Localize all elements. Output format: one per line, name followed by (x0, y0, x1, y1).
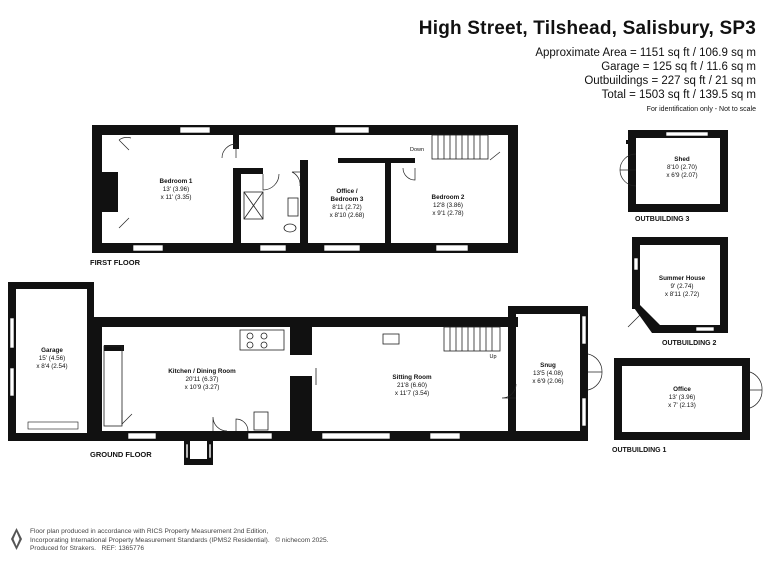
first-floor-stairs (431, 134, 489, 160)
office-bedroom-3-dim-2: x 8'10 (2.68) (330, 212, 365, 219)
snug-name: Snug (540, 362, 556, 369)
kitchen-dining-dim-2: x 10'9 (3.27) (185, 384, 220, 391)
office-bedroom-3-name-1: Office / (336, 188, 358, 195)
ground-floor-stairs (443, 326, 501, 352)
office-bedroom-3-name-2: Bedroom 3 (331, 196, 364, 203)
ground-floor-label: GROUND FLOOR (90, 450, 152, 459)
footer-copyright: © nichecom 2025. (275, 536, 329, 544)
footer-line-1: Floor plan produced in accordance with R… (30, 528, 269, 535)
sitting-room-name: Sitting Room (392, 374, 432, 381)
area-garage: Garage = 125 sq ft / 11.6 sq m (601, 61, 756, 73)
snug-dim-1: 13'5 (4.08) (533, 370, 563, 377)
shed-dim-1: 8'10 (2.70) (667, 164, 697, 171)
shed-name: Shed (674, 156, 690, 163)
sitting-room-dim-1: 21'8 (6.60) (397, 382, 427, 389)
garage-dim-2: x 8'4 (2.54) (36, 363, 67, 370)
footer-line-3: Produced for Strakers. (30, 545, 96, 553)
first-floor-plan (92, 125, 518, 253)
snug-dim-2: x 6'9 (2.06) (532, 378, 563, 385)
outbuilding-office-name: Office (673, 386, 691, 393)
area-approx: Approximate Area = 1151 sq ft / 106.9 sq… (535, 47, 756, 59)
outbuilding-3-label: OUTBUILDING 3 (635, 216, 690, 223)
footer-line-2: Incorporating International Property Mea… (30, 536, 270, 544)
bedroom-2-dim-1: 12'8 (3.86) (433, 202, 463, 209)
outbuilding-1-plan (614, 358, 763, 440)
office-bedroom-3-dim-1: 8'11 (2.72) (332, 204, 361, 211)
area-outbuildings: Outbuildings = 227 sq ft / 21 sq m (584, 75, 756, 87)
footer-line-2-row: Incorporating International Property Mea… (30, 537, 328, 546)
summer-house-name: Summer House (659, 275, 706, 282)
outbuilding-2-plan (627, 237, 728, 333)
ground-floor-plan (8, 282, 603, 465)
garage-name: Garage (41, 347, 63, 354)
outbuilding-2-label: OUTBUILDING 2 (662, 340, 717, 347)
property-title: High Street, Tilshead, Salisbury, SP3 (418, 18, 756, 39)
area-total: Total = 1503 sq ft / 139.5 sq m (601, 89, 756, 101)
shed-dim-2: x 6'9 (2.07) (666, 172, 697, 179)
bedroom-2-dim-2: x 9'1 (2.78) (432, 210, 463, 217)
bedroom-1-dim-1: 13' (3.96) (163, 186, 189, 193)
stairs-down-label: Down (410, 147, 424, 153)
kitchen-dining-name: Kitchen / Dining Room (168, 368, 236, 375)
stairs-up-label: Up (489, 354, 496, 360)
sitting-room-dim-2: x 11'7 (3.54) (395, 390, 429, 397)
outbuilding-1-label: OUTBUILDING 1 (612, 447, 667, 454)
outbuilding-office-dim-1: 13' (3.96) (669, 394, 695, 401)
nichecom-logo-icon (11, 528, 22, 550)
kitchen-dining-dim-1: 20'11 (6.37) (186, 376, 219, 383)
outbuilding-office-dim-2: x 7' (2.13) (668, 402, 696, 409)
area-summary: Approximate Area = 1151 sq ft / 106.9 sq… (535, 46, 756, 115)
disclaimer-note: For identification only - Not to scale (646, 106, 756, 113)
bedroom-2-name: Bedroom 2 (432, 194, 465, 201)
footer-ref: REF: 1365776 (101, 545, 144, 553)
outbuilding-3-plan (619, 130, 728, 212)
footer-credits: Floor plan produced in accordance with R… (30, 528, 328, 554)
bedroom-1-dim-2: x 11' (3.35) (161, 194, 192, 201)
footer-line-3-row: Produced for Strakers. REF: 1365776 (30, 545, 328, 554)
garage-dim-1: 15' (4.56) (39, 355, 65, 362)
summer-house-dim-1: 9' (2.74) (671, 283, 694, 290)
first-floor-label: FIRST FLOOR (90, 258, 141, 267)
summer-house-dim-2: x 8'11 (2.72) (665, 291, 699, 298)
bedroom-1-name: Bedroom 1 (160, 178, 193, 185)
